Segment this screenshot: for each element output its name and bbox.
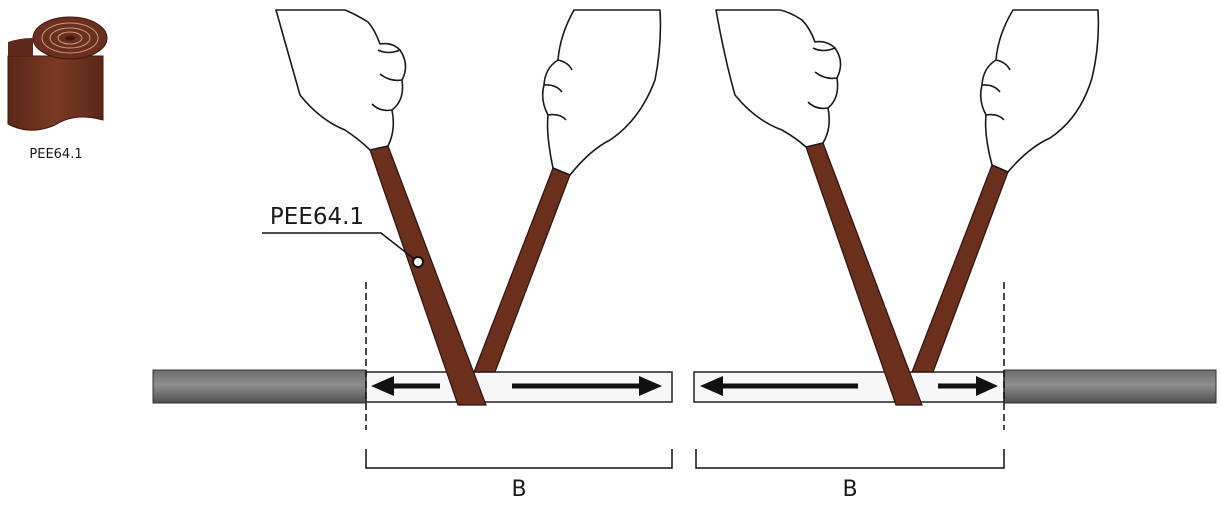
tape-roll-icon	[7, 16, 108, 131]
dimension-label-right: B	[842, 477, 857, 502]
tape-strip-right-b	[911, 164, 1009, 373]
hand-right-a	[715, 9, 842, 148]
arrow-left-icon	[371, 376, 440, 396]
callout-leader	[262, 232, 424, 268]
arrow-right-icon	[512, 376, 662, 396]
hand-left-b	[541, 9, 662, 176]
dimension-label-left: B	[511, 477, 526, 502]
arrow-right-icon	[938, 376, 998, 396]
pipe-right	[1003, 369, 1217, 404]
product-name: PEE64.1	[29, 147, 82, 162]
tape-strip-right-a	[805, 142, 923, 406]
pipe-left	[152, 369, 367, 404]
tape-strip-left-b	[473, 167, 571, 373]
arrow-left-icon	[700, 376, 858, 396]
hand-left-a	[275, 9, 407, 151]
callout-label: PEE64.1	[270, 204, 364, 230]
tape-strip-left-a	[369, 145, 487, 406]
dimension-bracket-left	[365, 449, 673, 469]
hand-right-b	[979, 9, 1100, 173]
dimension-bracket-right	[695, 449, 1005, 469]
